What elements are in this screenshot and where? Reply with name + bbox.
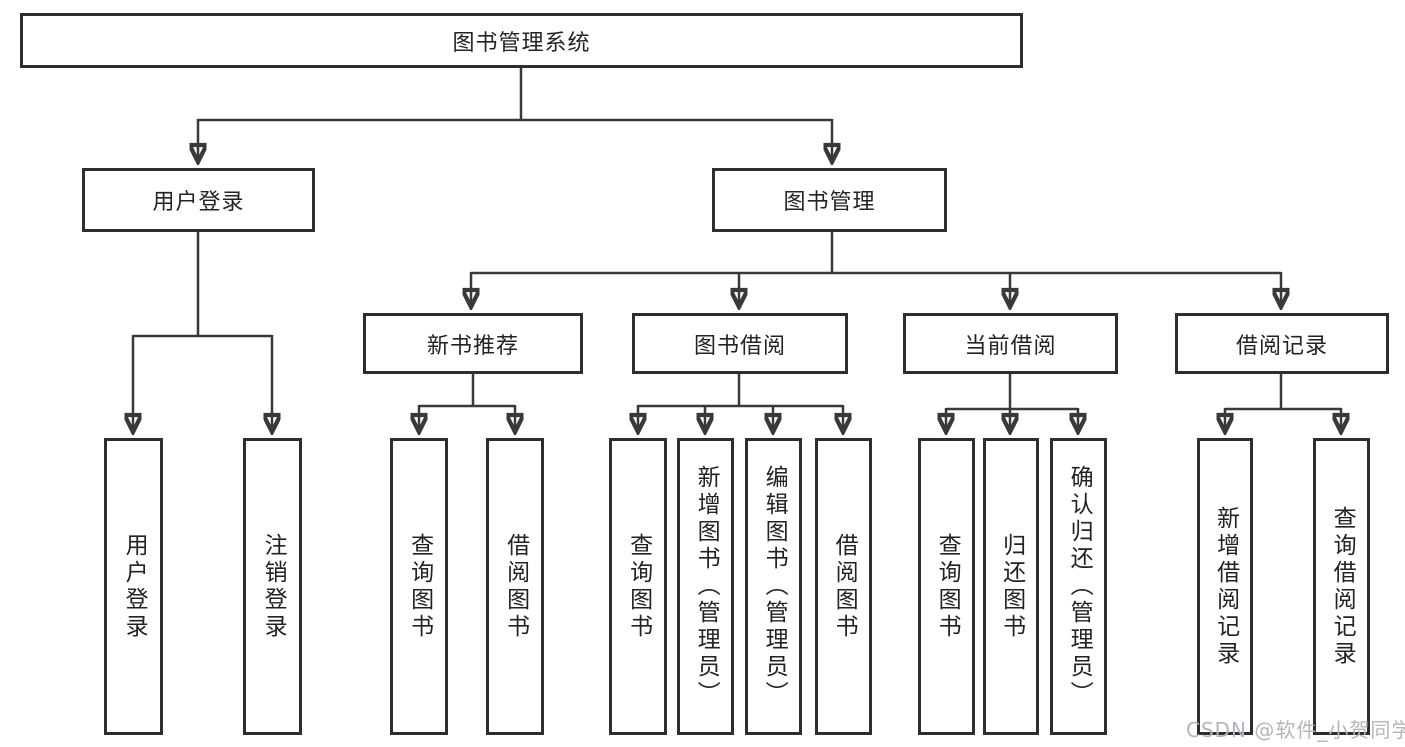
node-borrowing-records: 借阅记录 (1175, 313, 1389, 374)
leaf-user-login: 用户登录 (104, 438, 163, 735)
connector-borrowing-records-group (1225, 373, 1341, 432)
node-label: 图书借阅 (693, 333, 786, 359)
leaf-label: 查询图书 (625, 532, 652, 641)
leaf-label: 借阅图书 (831, 532, 858, 641)
leaf-label: 借阅图书 (502, 532, 529, 641)
leaf-label: 新增借阅记录 (1212, 505, 1239, 668)
leaf-label: 用户登录 (121, 532, 148, 641)
node-library-management-system: 图书管理系统 (20, 13, 1023, 68)
node-user-login: 用户登录 (82, 168, 315, 232)
leaf-label: 查询借阅记录 (1329, 505, 1356, 668)
leaf-label: 查询图书 (934, 532, 961, 641)
leaf-return-books: 归还图书 (983, 438, 1039, 735)
node-label: 新书推荐 (426, 333, 519, 359)
node-label: 图书管理 (783, 190, 876, 215)
connector-current-borrowing-group (946, 373, 1078, 432)
leaf-query-books-recommend: 查询图书 (390, 438, 448, 735)
leaf-label: 编辑图书（管理员） (761, 465, 788, 708)
leaf-label: 查询图书 (406, 532, 433, 641)
node-label: 借阅记录 (1235, 333, 1328, 359)
leaf-label: 归还图书 (998, 532, 1025, 641)
connector-user-login-branch (133, 232, 272, 432)
connector-root-to-level2 (198, 68, 832, 162)
leaf-confirm-return-admin: 确认归还（管理员） (1050, 438, 1107, 735)
leaf-logout: 注销登录 (243, 438, 302, 735)
leaf-add-book-admin: 新增图书（管理员） (677, 438, 734, 735)
connector-book-borrowing-group (638, 373, 843, 432)
node-label: 当前借阅 (964, 333, 1057, 359)
node-label: 图书管理系统 (452, 30, 591, 56)
leaf-query-books-borrowing: 查询图书 (609, 438, 667, 735)
csdn-watermark: CSDN @软件_小贺同学 (1186, 718, 1405, 742)
leaf-borrow-books-recommend: 借阅图书 (486, 438, 544, 735)
node-book-borrowing: 图书借阅 (632, 313, 848, 374)
connector-book-management-branch (471, 232, 1281, 307)
node-book-management: 图书管理 (712, 168, 947, 232)
node-new-book-recommend: 新书推荐 (363, 313, 583, 374)
leaf-label: 注销登录 (260, 532, 287, 641)
leaf-label: 确认归还（管理员） (1066, 465, 1093, 708)
leaf-borrow-books-borrowing: 借阅图书 (815, 438, 872, 735)
leaf-add-borrow-record: 新增借阅记录 (1197, 438, 1253, 735)
leaf-label: 新增图书（管理员） (693, 465, 720, 708)
connector-new-book-recommend-group (419, 373, 515, 432)
leaf-query-books-current: 查询图书 (918, 438, 975, 735)
node-label: 用户登录 (152, 190, 245, 215)
node-current-borrowing: 当前借阅 (903, 313, 1118, 374)
leaf-query-borrow-record: 查询借阅记录 (1313, 438, 1370, 735)
leaf-edit-book-admin: 编辑图书（管理员） (745, 438, 802, 735)
